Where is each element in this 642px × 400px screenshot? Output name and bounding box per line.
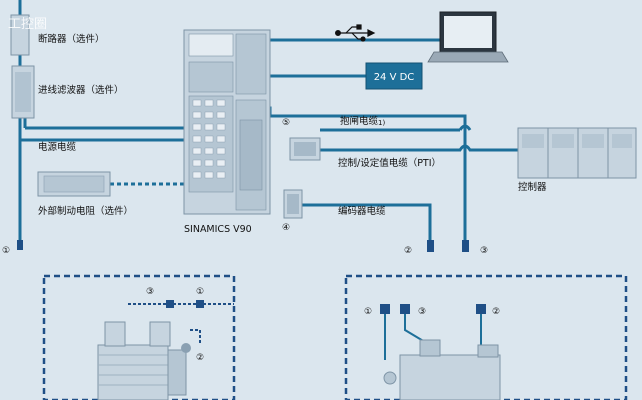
marker-5-brake-connector: ⑤ bbox=[282, 118, 290, 128]
usb-icon bbox=[335, 24, 376, 42]
box-right-marker-1: ① bbox=[364, 307, 372, 317]
marker-1-power: ① bbox=[2, 246, 10, 256]
drive-display bbox=[188, 33, 234, 57]
line-filter-device bbox=[11, 65, 35, 119]
power-cable-end-connector bbox=[17, 240, 23, 250]
box-left-marker-1: ① bbox=[196, 287, 204, 297]
marker-4-encoder-connector: ④ bbox=[282, 223, 290, 233]
box-left-marker-2: ② bbox=[196, 353, 204, 363]
watermark-text: 工控圈 bbox=[8, 17, 47, 32]
psu-24vdc-device: 24 V DC bbox=[365, 62, 423, 90]
encoder-cable-label: 编码器电缆 bbox=[338, 205, 386, 217]
power-cable-label: 电源电缆 bbox=[38, 141, 77, 153]
pti-cable-label: 控制/设定值电缆（PTI） bbox=[338, 157, 441, 169]
marker-3-motor: ③ bbox=[480, 246, 488, 256]
motor-cable-end-connector bbox=[462, 240, 469, 252]
brake-resistor-label: 外部制动电阻（选件） bbox=[38, 205, 133, 217]
breaker-label: 断路器（选件） bbox=[38, 33, 105, 45]
brake-resistor-device bbox=[37, 171, 111, 197]
motor-left-illustration bbox=[97, 321, 191, 400]
pti-cable bbox=[320, 144, 520, 152]
box-left-marker-3: ③ bbox=[146, 287, 154, 297]
encoder-connector bbox=[283, 189, 303, 219]
pc-icon bbox=[427, 11, 509, 63]
box-right-marker-3: ③ bbox=[418, 307, 426, 317]
controller-device bbox=[517, 127, 637, 179]
line-filter-label: 进线滤波器（选件） bbox=[38, 84, 124, 96]
motor-right-illustration bbox=[383, 339, 501, 400]
encoder-cable-end-connector bbox=[427, 240, 434, 252]
box-right-marker-2: ② bbox=[492, 307, 500, 317]
controller-label: 控制器 bbox=[518, 181, 547, 193]
psu-label: 24 V DC bbox=[374, 72, 415, 83]
marker-2-encoder: ② bbox=[404, 246, 412, 256]
end-connectors bbox=[17, 240, 469, 252]
breaker-device bbox=[10, 14, 30, 56]
motor-box-left bbox=[42, 274, 236, 400]
brake-cable-footnote: 1) bbox=[378, 119, 385, 127]
motor-box-right bbox=[344, 274, 628, 400]
drive-name-label: SINAMICS V90 bbox=[184, 224, 252, 235]
brake-cable-label: 抱闸电缆1) bbox=[340, 115, 385, 127]
brake-cable-crossing bbox=[458, 124, 472, 131]
brake-pti-connector bbox=[289, 137, 321, 161]
sinamics-v90-drive bbox=[183, 29, 271, 215]
encoder-cable bbox=[300, 203, 432, 240]
